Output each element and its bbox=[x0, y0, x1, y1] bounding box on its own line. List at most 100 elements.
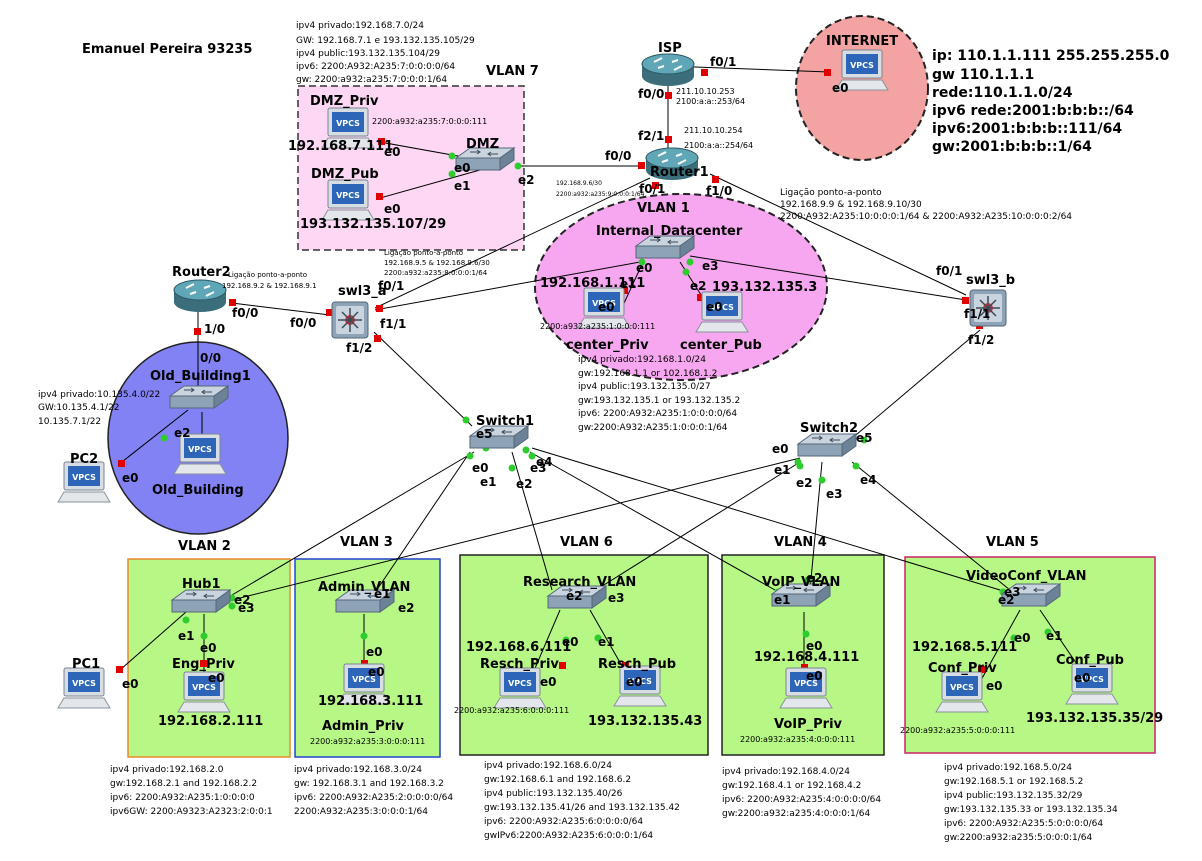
resch-priv-label: Resch_Priv bbox=[480, 657, 559, 672]
svg-text:e0: e0 bbox=[986, 679, 1003, 693]
svg-text:2200:a932:a235:6:0:0:0:111: 2200:a932:a235:6:0:0:0:111 bbox=[454, 706, 569, 715]
internet-label: INTERNET bbox=[826, 34, 898, 49]
research-vlan-label: Research_VLAN bbox=[523, 575, 636, 590]
svg-text:ipv6:2001:b:b:b::111/64: ipv6:2001:b:b:b::111/64 bbox=[932, 121, 1122, 137]
old-building-label: Old_Building bbox=[152, 483, 244, 498]
svg-text:gw:2200:a932:a235:5:0:0:0:1/64: gw:2200:a932:a235:5:0:0:0:1/64 bbox=[944, 833, 1093, 843]
svg-text:e2: e2 bbox=[566, 589, 583, 603]
svg-text:211.10.10.253: 211.10.10.253 bbox=[676, 87, 735, 96]
svg-text:e0: e0 bbox=[1014, 631, 1031, 645]
svg-text:192.168.9.6/30: 192.168.9.6/30 bbox=[556, 180, 602, 187]
isp-router-icon[interactable] bbox=[641, 53, 695, 87]
svg-text:e1: e1 bbox=[774, 463, 791, 477]
svg-text:VPCS: VPCS bbox=[794, 679, 818, 688]
svg-text:f0/1: f0/1 bbox=[378, 279, 404, 293]
pc1-label: PC1 bbox=[72, 657, 100, 672]
svg-text:e0: e0 bbox=[598, 300, 615, 314]
svg-text:ipv6: 2200:A932:A235:4:0:0:0:0: ipv6: 2200:A932:A235:4:0:0:0:0/64 bbox=[722, 795, 881, 805]
svg-text:e0: e0 bbox=[562, 635, 579, 649]
hub1-icon[interactable] bbox=[171, 589, 231, 613]
vlan7-label: VLAN 7 bbox=[486, 64, 539, 79]
svg-text:gw:193.132.135.41/26 and 193.1: gw:193.132.135.41/26 and 193.132.135.42 bbox=[484, 803, 680, 813]
link-swl3b-switch2 bbox=[849, 329, 981, 441]
link-switch1-voip bbox=[529, 451, 776, 591]
link-hub1-pc1 bbox=[119, 611, 187, 671]
swl3a-icon[interactable] bbox=[331, 301, 369, 339]
conf-priv-vpcs-icon[interactable] bbox=[935, 671, 989, 713]
svg-text:e0: e0 bbox=[368, 665, 385, 679]
svg-text:VPCS: VPCS bbox=[72, 473, 96, 482]
svg-text:e3: e3 bbox=[702, 259, 719, 273]
hub1-label: Hub1 bbox=[182, 577, 221, 592]
svg-text:e0: e0 bbox=[384, 145, 401, 159]
svg-text:e1: e1 bbox=[620, 277, 637, 291]
dmz-pub-vpcs-icon[interactable] bbox=[321, 179, 375, 221]
vlan4-label: VLAN 4 bbox=[774, 535, 827, 550]
svg-text:VPCS: VPCS bbox=[188, 445, 212, 454]
router2-icon[interactable] bbox=[173, 279, 227, 313]
svg-text:f0/0: f0/0 bbox=[638, 87, 664, 101]
svg-text:e2: e2 bbox=[690, 279, 707, 293]
admin-priv-label: Admin_Priv bbox=[322, 719, 405, 734]
svg-text:2200:a932:a235:4:0:0:0:111: 2200:a932:a235:4:0:0:0:111 bbox=[740, 735, 855, 744]
svg-text:e1: e1 bbox=[480, 475, 497, 489]
resch-priv-vpcs-icon[interactable] bbox=[493, 667, 547, 709]
svg-text:VPCS: VPCS bbox=[336, 119, 360, 128]
vlan6-label: VLAN 6 bbox=[560, 535, 613, 550]
svg-text:0/0: 0/0 bbox=[200, 351, 221, 365]
svg-text:ipv4 privado:192.168.5.0/24: ipv4 privado:192.168.5.0/24 bbox=[944, 763, 1072, 773]
old-building1-label: Old_Building1 bbox=[150, 369, 251, 384]
videoconf-vlan-label: VideoConf_VLAN bbox=[966, 569, 1087, 584]
host-ip-labels: 192.168.7.111 193.132.135.107/29 192.168… bbox=[158, 139, 1163, 729]
dmz-priv-label: DMZ_Priv bbox=[310, 94, 379, 109]
svg-text:ipv4 privado:192.168.4.0/24: ipv4 privado:192.168.4.0/24 bbox=[722, 767, 850, 777]
svg-text:VPCS: VPCS bbox=[352, 675, 376, 684]
conf-priv-ip: 192.168.5.111 bbox=[912, 640, 1017, 655]
pc2-vpcs-icon[interactable] bbox=[57, 461, 111, 503]
device-labels: Emanuel Pereira 93235 ISP INTERNET VLAN … bbox=[70, 34, 1124, 734]
svg-text:e2: e2 bbox=[518, 173, 535, 187]
pc1-vpcs-icon[interactable] bbox=[57, 667, 111, 709]
svg-text:2200:a932:a235:1:0:0:0:111: 2200:a932:a235:1:0:0:0:111 bbox=[540, 322, 655, 331]
svg-text:f0/1: f0/1 bbox=[710, 55, 736, 69]
vlan5-notes: ipv4 privado:192.168.5.0/24 gw:192.168.5… bbox=[944, 763, 1118, 843]
dmz-priv-ip: 192.168.7.111 bbox=[288, 139, 393, 154]
vlan1-notes: ipv4 privado:192.168.1.0/24 gw:192.168.1… bbox=[578, 355, 740, 433]
old-building-vpcs-icon[interactable] bbox=[173, 433, 227, 475]
svg-text:VPCS: VPCS bbox=[850, 61, 874, 70]
svg-text:VPCS: VPCS bbox=[592, 299, 616, 308]
voip-vlan-label: VoIP_VLAN bbox=[762, 575, 840, 590]
svg-text:e2: e2 bbox=[796, 476, 813, 490]
svg-text:VPCS: VPCS bbox=[336, 191, 360, 200]
svg-text:gw:192.168.2.1 and 192.168.2.2: gw:192.168.2.1 and 192.168.2.2 bbox=[110, 779, 257, 789]
resch-pub-ip: 193.132.135.43 bbox=[588, 714, 702, 729]
svg-text:f2/1: f2/1 bbox=[638, 129, 664, 143]
r1-swl3a-link-notes: Ligação ponto-a-ponto 192.168.9.5 & 192.… bbox=[384, 249, 490, 277]
svg-text:e4: e4 bbox=[860, 473, 877, 487]
svg-text:f1/2: f1/2 bbox=[346, 341, 372, 355]
svg-text:e1: e1 bbox=[598, 635, 615, 649]
svg-text:e0: e0 bbox=[1074, 671, 1091, 685]
svg-text:e4: e4 bbox=[536, 455, 553, 469]
link-switch2-voip bbox=[809, 461, 823, 591]
oldbuilding1-switch-icon[interactable] bbox=[169, 385, 229, 409]
dmz-label: DMZ bbox=[466, 137, 499, 152]
swl3a-label: swl3_a bbox=[338, 284, 387, 299]
center-pub-label: center_Pub bbox=[680, 338, 762, 353]
svg-text:VPCS: VPCS bbox=[950, 683, 974, 692]
link-switch2-research bbox=[579, 461, 801, 601]
svg-text:ipv4 public:193.132.135.32/29: ipv4 public:193.132.135.32/29 bbox=[944, 791, 1083, 801]
svg-text:gw:192.168.6.1 and 192.168.6.2: gw:192.168.6.1 and 192.168.6.2 bbox=[484, 775, 631, 785]
svg-text:Ligação ponto-a-ponto: Ligação ponto-a-ponto bbox=[384, 249, 463, 257]
link-videoconf-confpriv bbox=[979, 609, 1021, 683]
svg-text:ipv6: 2200:A932:A235:2:0:0:0:0: ipv6: 2200:A932:A235:2:0:0:0:0/64 bbox=[294, 793, 453, 803]
pc2-label: PC2 bbox=[70, 452, 98, 467]
vlan6-notes: ipv4 privado:192.168.6.0/24 gw:192.168.6… bbox=[484, 761, 680, 841]
conf-pub-label: Conf_Pub bbox=[1056, 653, 1124, 668]
svg-text:2100:a:a::254/64: 2100:a:a::254/64 bbox=[684, 141, 753, 150]
switch2-icon[interactable] bbox=[797, 433, 857, 457]
vlan5-label: VLAN 5 bbox=[986, 535, 1039, 550]
svg-text:e1: e1 bbox=[454, 179, 471, 193]
datacenter-switch-icon[interactable] bbox=[635, 235, 695, 259]
